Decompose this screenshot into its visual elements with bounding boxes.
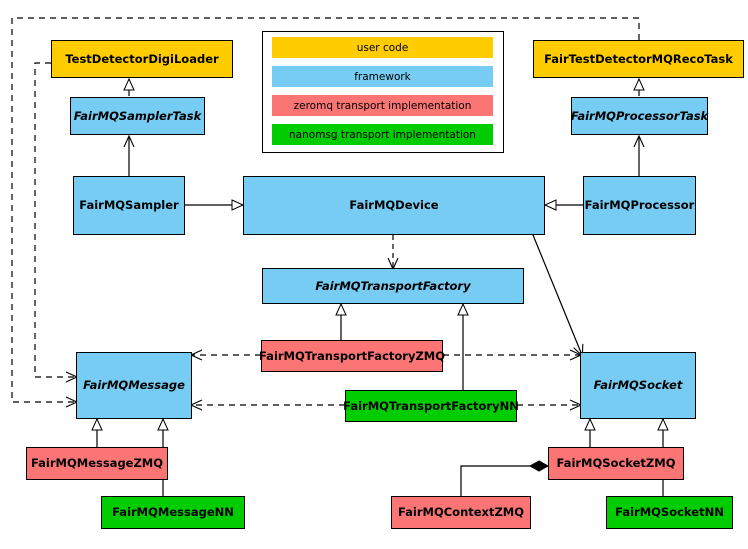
node-fair-mq-message-zmq[interactable]: FairMQMessageZMQ [26, 447, 168, 480]
node-fair-mq-processor[interactable]: FairMQProcessor [583, 176, 696, 235]
node-fair-mq-message-nn[interactable]: FairMQMessageNN [101, 496, 245, 529]
legend-label-framework: framework [354, 70, 411, 83]
node-fair-mq-sampler[interactable]: FairMQSampler [73, 176, 185, 235]
node-test-detector-digi-loader[interactable]: TestDetectorDigiLoader [51, 40, 233, 78]
legend-item-user-code: user code [272, 37, 493, 58]
node-fair-mq-device[interactable]: FairMQDevice [243, 176, 545, 235]
legend-item-zeromq: zeromq transport implementation [272, 95, 493, 116]
node-fair-mq-message[interactable]: FairMQMessage [76, 352, 192, 419]
edge-device-socket [532, 234, 584, 358]
edge-recotask-message [11, 17, 640, 408]
legend-item-nanomsg: nanomsg transport implementation [272, 124, 493, 145]
legend-item-framework: framework [272, 66, 493, 87]
node-fair-mq-context-zmq[interactable]: FairMQContextZMQ [391, 496, 531, 529]
node-fair-mq-socket[interactable]: FairMQSocket [580, 352, 696, 419]
node-fair-mq-transport-factory-zmq[interactable]: FairMQTransportFactoryZMQ [259, 340, 445, 372]
node-fair-mq-socket-nn[interactable]: FairMQSocketNN [606, 496, 733, 529]
node-fair-mq-transport-factory[interactable]: FairMQTransportFactory [262, 268, 524, 304]
node-fair-mq-processor-task[interactable]: FairMQProcessorTask [571, 97, 708, 135]
node-fair-mq-transport-factory-nn[interactable]: FairMQTransportFactoryNN [343, 390, 519, 422]
node-fair-test-detector-mq-reco-task[interactable]: FairTestDetectorMQRecoTask [533, 40, 744, 78]
edge-socketzmq-contextzmq [460, 466, 548, 496]
legend-label-nanomsg: nanomsg transport implementation [289, 128, 476, 141]
legend-label-user-code: user code [356, 41, 409, 54]
node-fair-mq-socket-zmq[interactable]: FairMQSocketZMQ [548, 447, 684, 480]
node-fair-mq-sampler-task[interactable]: FairMQSamplerTask [70, 97, 205, 135]
legend-label-zeromq: zeromq transport implementation [293, 99, 472, 112]
